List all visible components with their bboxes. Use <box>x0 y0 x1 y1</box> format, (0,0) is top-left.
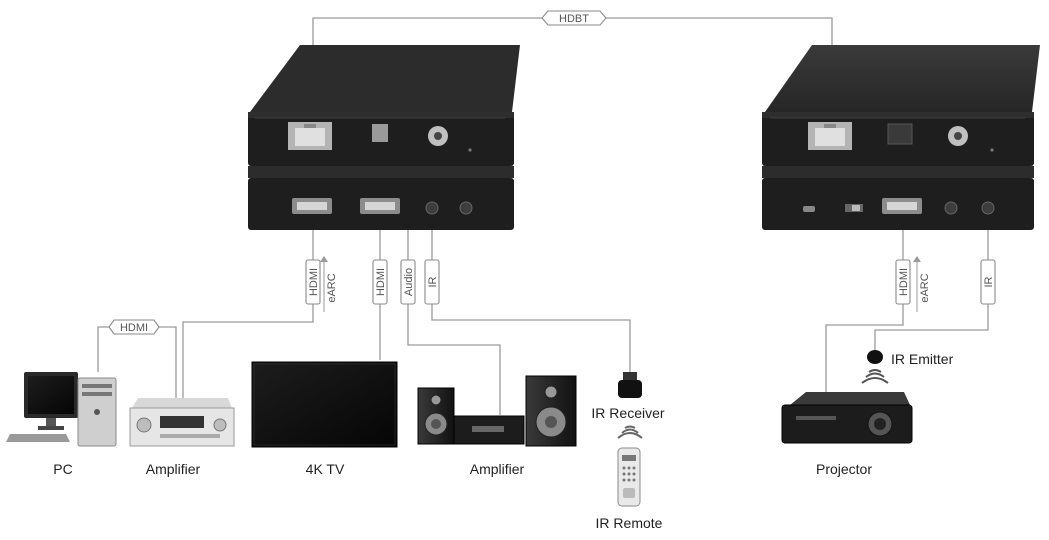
svg-text:HDMI: HDMI <box>898 268 910 296</box>
amplifier-1-icon <box>129 398 235 447</box>
svg-text:IR: IR <box>427 276 439 287</box>
svg-text:IR: IR <box>983 276 995 287</box>
ir-jack-icon <box>425 201 439 215</box>
ir-receiver-label: IR Receiver <box>591 405 664 421</box>
svg-text:HDMI: HDMI <box>308 268 320 296</box>
pc-icon <box>6 372 117 447</box>
ir-receiver-icon <box>618 372 642 398</box>
amplifier-2-label: Amplifier <box>470 461 525 477</box>
hdmi-pc-tag: HDMI <box>108 319 160 335</box>
transmitter-unit <box>248 45 520 230</box>
hdbt-tag: HDBT <box>541 10 607 26</box>
svg-text:eARC: eARC <box>919 273 931 302</box>
amplifier-2-icon <box>417 375 577 447</box>
amplifier-1-label: Amplifier <box>146 461 201 477</box>
svg-text:Audio: Audio <box>403 268 415 296</box>
tv-label: 4K TV <box>306 461 345 477</box>
receiver-unit <box>762 45 1040 230</box>
svg-text:HDMI: HDMI <box>375 268 387 296</box>
ir-rx-wire <box>431 212 631 372</box>
ir-emitter-label: IR Emitter <box>891 351 954 367</box>
svg-text:HDMI: HDMI <box>120 322 148 334</box>
ir-remote-icon <box>617 447 641 507</box>
pc-label: PC <box>53 461 72 477</box>
ir-emitter-tag: IR <box>980 259 996 305</box>
earc-rx-label: eARC <box>913 256 931 312</box>
audio-tag: Audio <box>400 259 416 305</box>
optical-port-icon <box>372 124 388 142</box>
usb-port-icon <box>803 206 815 212</box>
projector-label: Projector <box>816 461 872 477</box>
hdmi-projector-wire <box>825 228 904 392</box>
svg-text:eARC: eARC <box>326 273 338 302</box>
ir-emitter-icon <box>861 350 889 384</box>
ir-emitter-wire <box>874 212 989 350</box>
ir-remote-label: IR Remote <box>596 515 663 531</box>
earc-tx-label: eARC <box>320 256 338 312</box>
svg-text:HDBT: HDBT <box>559 13 589 25</box>
hdmi-tx-tag: HDMI <box>305 259 321 305</box>
ir-rx-tag: IR <box>424 259 440 305</box>
tv-icon <box>251 361 398 448</box>
ir-jack-icon-rx <box>981 201 995 215</box>
hdmi-tv-tag: HDMI <box>372 259 388 305</box>
hdmi-rx-tag: HDMI <box>895 259 911 305</box>
audio-wire <box>407 138 501 415</box>
projector-icon <box>781 392 913 444</box>
ir-signal-icon <box>617 425 643 439</box>
